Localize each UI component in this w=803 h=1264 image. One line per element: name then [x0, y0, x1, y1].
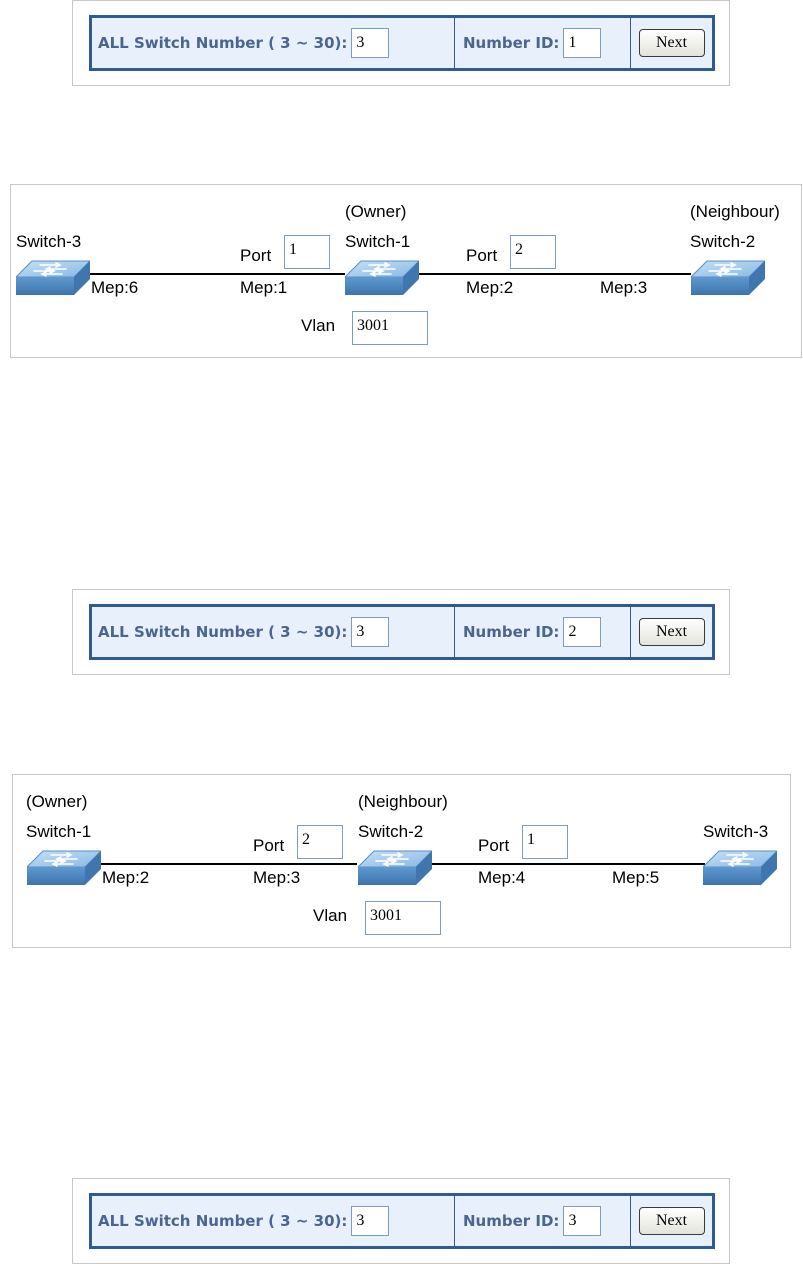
switch-number-label: ALL Switch Number ( 3 ~ 30): — [98, 1212, 348, 1230]
switch-number-label: ALL Switch Number ( 3 ~ 30): — [98, 34, 348, 52]
switch-icon — [358, 847, 432, 887]
link-line — [419, 273, 691, 275]
right-port-input[interactable]: 2 — [510, 235, 556, 269]
port-label: Port — [478, 836, 510, 855]
center-switch-role: (Neighbour) — [358, 792, 448, 811]
vlan-label: Vlan — [301, 316, 336, 335]
number-id-label: Number ID: — [463, 623, 560, 641]
switch-number-input[interactable]: 3 — [351, 617, 390, 647]
center-switch-name: Switch-1 — [345, 232, 411, 251]
switch-icon — [703, 847, 777, 887]
left-port-input[interactable]: 1 — [284, 235, 330, 269]
vlan-label: Vlan — [313, 906, 348, 925]
number-id-label: Number ID: — [463, 34, 560, 52]
number-id-cell: Number ID: 2 — [455, 607, 631, 657]
mep-label: Mep:2 — [466, 278, 514, 297]
next-cell: Next — [631, 607, 712, 657]
form-panel-3: ALL Switch Number ( 3 ~ 30): 3 Number ID… — [72, 1178, 730, 1264]
mep-label: Mep:1 — [240, 278, 288, 297]
center-switch-role: (Owner) — [345, 202, 407, 221]
switch-icon — [345, 257, 419, 297]
mep-label: Mep:3 — [600, 278, 648, 297]
form-panel-2: ALL Switch Number ( 3 ~ 30): 3 Number ID… — [72, 589, 730, 675]
mep-label: Mep:2 — [102, 868, 150, 887]
ring-topology-panel-2: (Owner) Switch-1 Mep:2 Port 2 Mep:3 (Nei… — [12, 774, 791, 948]
form-bar: ALL Switch Number ( 3 ~ 30): 3 Number ID… — [89, 604, 715, 660]
vlan-input[interactable]: 3001 — [365, 901, 441, 935]
right-switch-name: Switch-3 — [703, 822, 769, 841]
number-id-cell: Number ID: 1 — [455, 18, 631, 68]
port-label: Port — [253, 836, 285, 855]
right-switch-name: Switch-2 — [690, 232, 756, 251]
next-cell: Next — [631, 1196, 712, 1246]
switch-icon — [27, 847, 101, 887]
left-switch-name: Switch-3 — [16, 232, 82, 251]
ring-topology-panel-1: Switch-3 Mep:6 Port 1 Mep:1 (Owner) Swit… — [10, 184, 802, 358]
link-line — [99, 863, 357, 865]
form-bar: ALL Switch Number ( 3 ~ 30): 3 Number ID… — [89, 15, 715, 71]
next-button[interactable]: Next — [638, 1207, 705, 1235]
right-switch-role: (Neighbour) — [690, 202, 780, 221]
mep-label: Mep:6 — [91, 278, 139, 297]
right-port-input[interactable]: 1 — [522, 825, 568, 859]
form-bar: ALL Switch Number ( 3 ~ 30): 3 Number ID… — [89, 1193, 715, 1249]
left-switch-role: (Owner) — [26, 792, 88, 811]
switch-number-input[interactable]: 3 — [351, 28, 390, 58]
switch-number-label: ALL Switch Number ( 3 ~ 30): — [98, 623, 348, 641]
number-id-input[interactable]: 1 — [563, 28, 602, 58]
link-line — [89, 273, 345, 275]
port-label: Port — [240, 246, 272, 265]
mep-label: Mep:4 — [478, 868, 526, 887]
number-id-cell: Number ID: 3 — [455, 1196, 631, 1246]
vlan-input[interactable]: 3001 — [352, 311, 428, 345]
next-button[interactable]: Next — [638, 29, 705, 57]
form-panel-1: ALL Switch Number ( 3 ~ 30): 3 Number ID… — [72, 0, 730, 86]
switch-number-cell: ALL Switch Number ( 3 ~ 30): 3 — [92, 607, 455, 657]
number-id-input[interactable]: 3 — [563, 1206, 602, 1236]
next-button[interactable]: Next — [638, 618, 705, 646]
port-label: Port — [466, 246, 498, 265]
switch-icon — [16, 257, 90, 297]
number-id-input[interactable]: 2 — [563, 617, 602, 647]
switch-icon — [691, 257, 765, 297]
mep-label: Mep:3 — [253, 868, 301, 887]
switch-number-input[interactable]: 3 — [351, 1206, 390, 1236]
left-switch-name: Switch-1 — [26, 822, 92, 841]
left-port-input[interactable]: 2 — [297, 825, 343, 859]
center-switch-name: Switch-2 — [358, 822, 424, 841]
switch-number-cell: ALL Switch Number ( 3 ~ 30): 3 — [92, 1196, 455, 1246]
switch-number-cell: ALL Switch Number ( 3 ~ 30): 3 — [92, 18, 455, 68]
link-line — [431, 863, 705, 865]
next-cell: Next — [631, 18, 712, 68]
number-id-label: Number ID: — [463, 1212, 560, 1230]
mep-label: Mep:5 — [612, 868, 660, 887]
